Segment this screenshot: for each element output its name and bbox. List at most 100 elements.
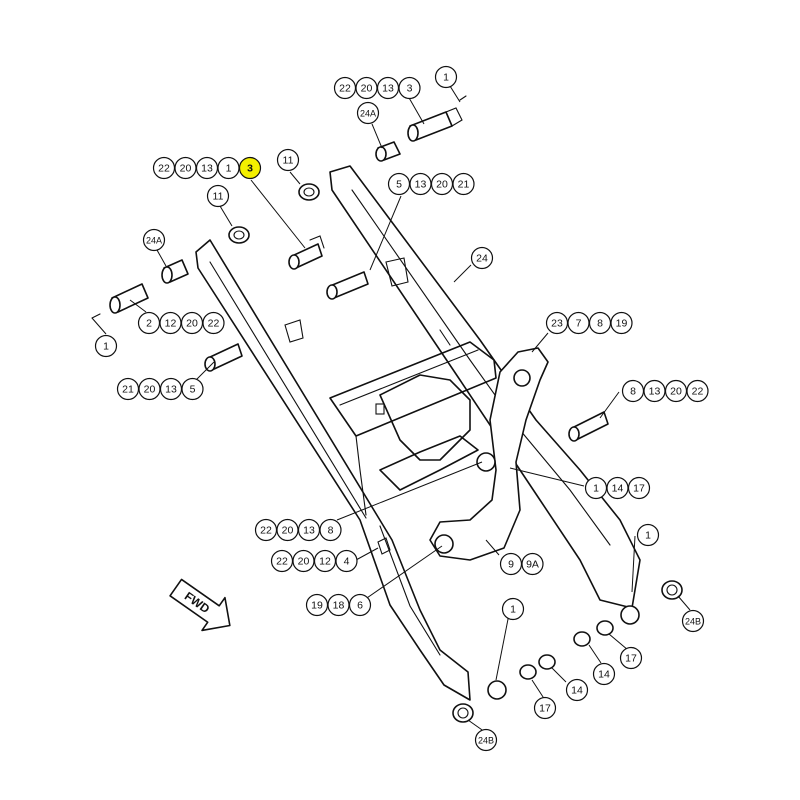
callout-bubble: 20 xyxy=(664,379,688,403)
callout-bubble: 19 xyxy=(305,593,329,617)
callout-label: 9 xyxy=(508,559,514,571)
callout-label: 3 xyxy=(247,163,253,175)
callout-label: 24A xyxy=(360,109,376,119)
callout-label: 1 xyxy=(645,530,651,542)
callout-label: 20 xyxy=(436,179,448,191)
callout-label: 22 xyxy=(260,525,272,537)
leader-lines xyxy=(91,85,691,733)
callout-label: 20 xyxy=(361,83,373,95)
callout-chain: 1 xyxy=(636,523,660,547)
callout-bubble: 17 xyxy=(533,696,557,720)
callout-bubble: 3 xyxy=(398,76,421,100)
callout-label: 20 xyxy=(144,384,156,396)
callout-bubble: 9 xyxy=(499,552,523,576)
callout-label: 24B xyxy=(478,736,494,746)
callout-circle xyxy=(276,148,300,172)
callout-bubble-highlighted: 3 xyxy=(238,156,262,180)
callout-circle xyxy=(452,172,475,196)
callout-chain: 24A xyxy=(142,228,166,252)
callout-label: 22 xyxy=(339,83,351,95)
callout-bubble: 13 xyxy=(297,518,321,542)
callout-bubble: 8 xyxy=(588,311,612,335)
callout-bubble: 20 xyxy=(276,518,299,542)
callout-label: 8 xyxy=(630,386,636,398)
callout-chain: 11 xyxy=(206,184,230,208)
callout-bubble: 19 xyxy=(610,311,633,335)
callout-circle xyxy=(348,593,372,617)
callout-label: 8 xyxy=(328,525,334,537)
callout-bubble: 8 xyxy=(319,518,342,542)
callout-label: 12 xyxy=(319,556,331,568)
callout-bubble: 14 xyxy=(592,662,616,686)
callout-chain: 24 xyxy=(470,246,494,270)
callout-bubble: 1 xyxy=(636,523,660,547)
callout-bubble: 20 xyxy=(430,172,454,196)
callout-label: 20 xyxy=(186,318,198,330)
callout-bubble: 2 xyxy=(137,311,161,335)
callout-label: 11 xyxy=(213,191,224,203)
callout-label: 20 xyxy=(282,525,294,537)
callout-label: 24B xyxy=(685,617,701,627)
callout-bubble: 23 xyxy=(545,311,569,335)
callout-bubble: 12 xyxy=(313,549,337,573)
callout-circle xyxy=(627,476,651,500)
callout-label: 1 xyxy=(226,163,232,175)
callout-label: 19 xyxy=(311,600,323,612)
callout-label: 11 xyxy=(283,155,294,167)
callout-bubble: 20 xyxy=(355,76,378,100)
callout-bubble: 13 xyxy=(195,156,219,180)
callout-label: 5 xyxy=(396,179,402,191)
callout-circle xyxy=(94,334,118,358)
callout-bubble: 1 xyxy=(584,476,608,500)
callout-circle xyxy=(142,228,166,252)
callout-bubble: 1 xyxy=(217,156,240,180)
callout-bubble: 24B xyxy=(681,609,705,633)
callout-label: 13 xyxy=(382,83,394,95)
callout-label: 14 xyxy=(612,483,624,495)
callout-label: 20 xyxy=(298,556,310,568)
callout-label: 13 xyxy=(415,179,427,191)
callout-circle xyxy=(434,65,458,89)
callout-circle xyxy=(319,518,342,542)
callout-chain: 17 xyxy=(619,646,643,670)
callout-label: 23 xyxy=(551,318,563,330)
callout-circle xyxy=(610,311,633,335)
callout-bubble: 17 xyxy=(619,646,643,670)
callout-label: 24A xyxy=(146,236,162,246)
callout-circle xyxy=(356,101,380,125)
callout-label: 1 xyxy=(103,341,109,353)
callout-bubble: 20 xyxy=(138,377,161,401)
callout-bubble: 8 xyxy=(621,379,645,403)
callout-label: 3 xyxy=(407,83,413,95)
callout-label: 21 xyxy=(458,179,470,191)
callout-label: 1 xyxy=(443,72,449,84)
callout-label: 13 xyxy=(303,525,315,537)
callout-bubble: 11 xyxy=(206,184,230,208)
callout-label: 21 xyxy=(122,384,134,396)
callout-circle xyxy=(592,662,616,686)
callout-label: 22 xyxy=(158,163,170,175)
callout-bubble: 11 xyxy=(276,148,300,172)
callout-circle xyxy=(335,549,358,573)
callout-label: 17 xyxy=(625,653,637,665)
callout-bubble: 12 xyxy=(159,311,182,335)
callout-chain: 11 xyxy=(276,148,300,172)
callout-bubble: 24 xyxy=(470,246,494,270)
callout-label: 2 xyxy=(146,318,152,330)
callout-bubble: 24A xyxy=(142,228,166,252)
callout-bubble: 14 xyxy=(606,476,629,500)
pins-and-bushings xyxy=(91,95,683,723)
callout-label: 6 xyxy=(357,600,363,612)
callout-bubble: 20 xyxy=(180,311,204,335)
callout-chain: 1 xyxy=(94,334,118,358)
callout-chain: 1 xyxy=(434,65,458,89)
callout-label: 20 xyxy=(670,386,682,398)
